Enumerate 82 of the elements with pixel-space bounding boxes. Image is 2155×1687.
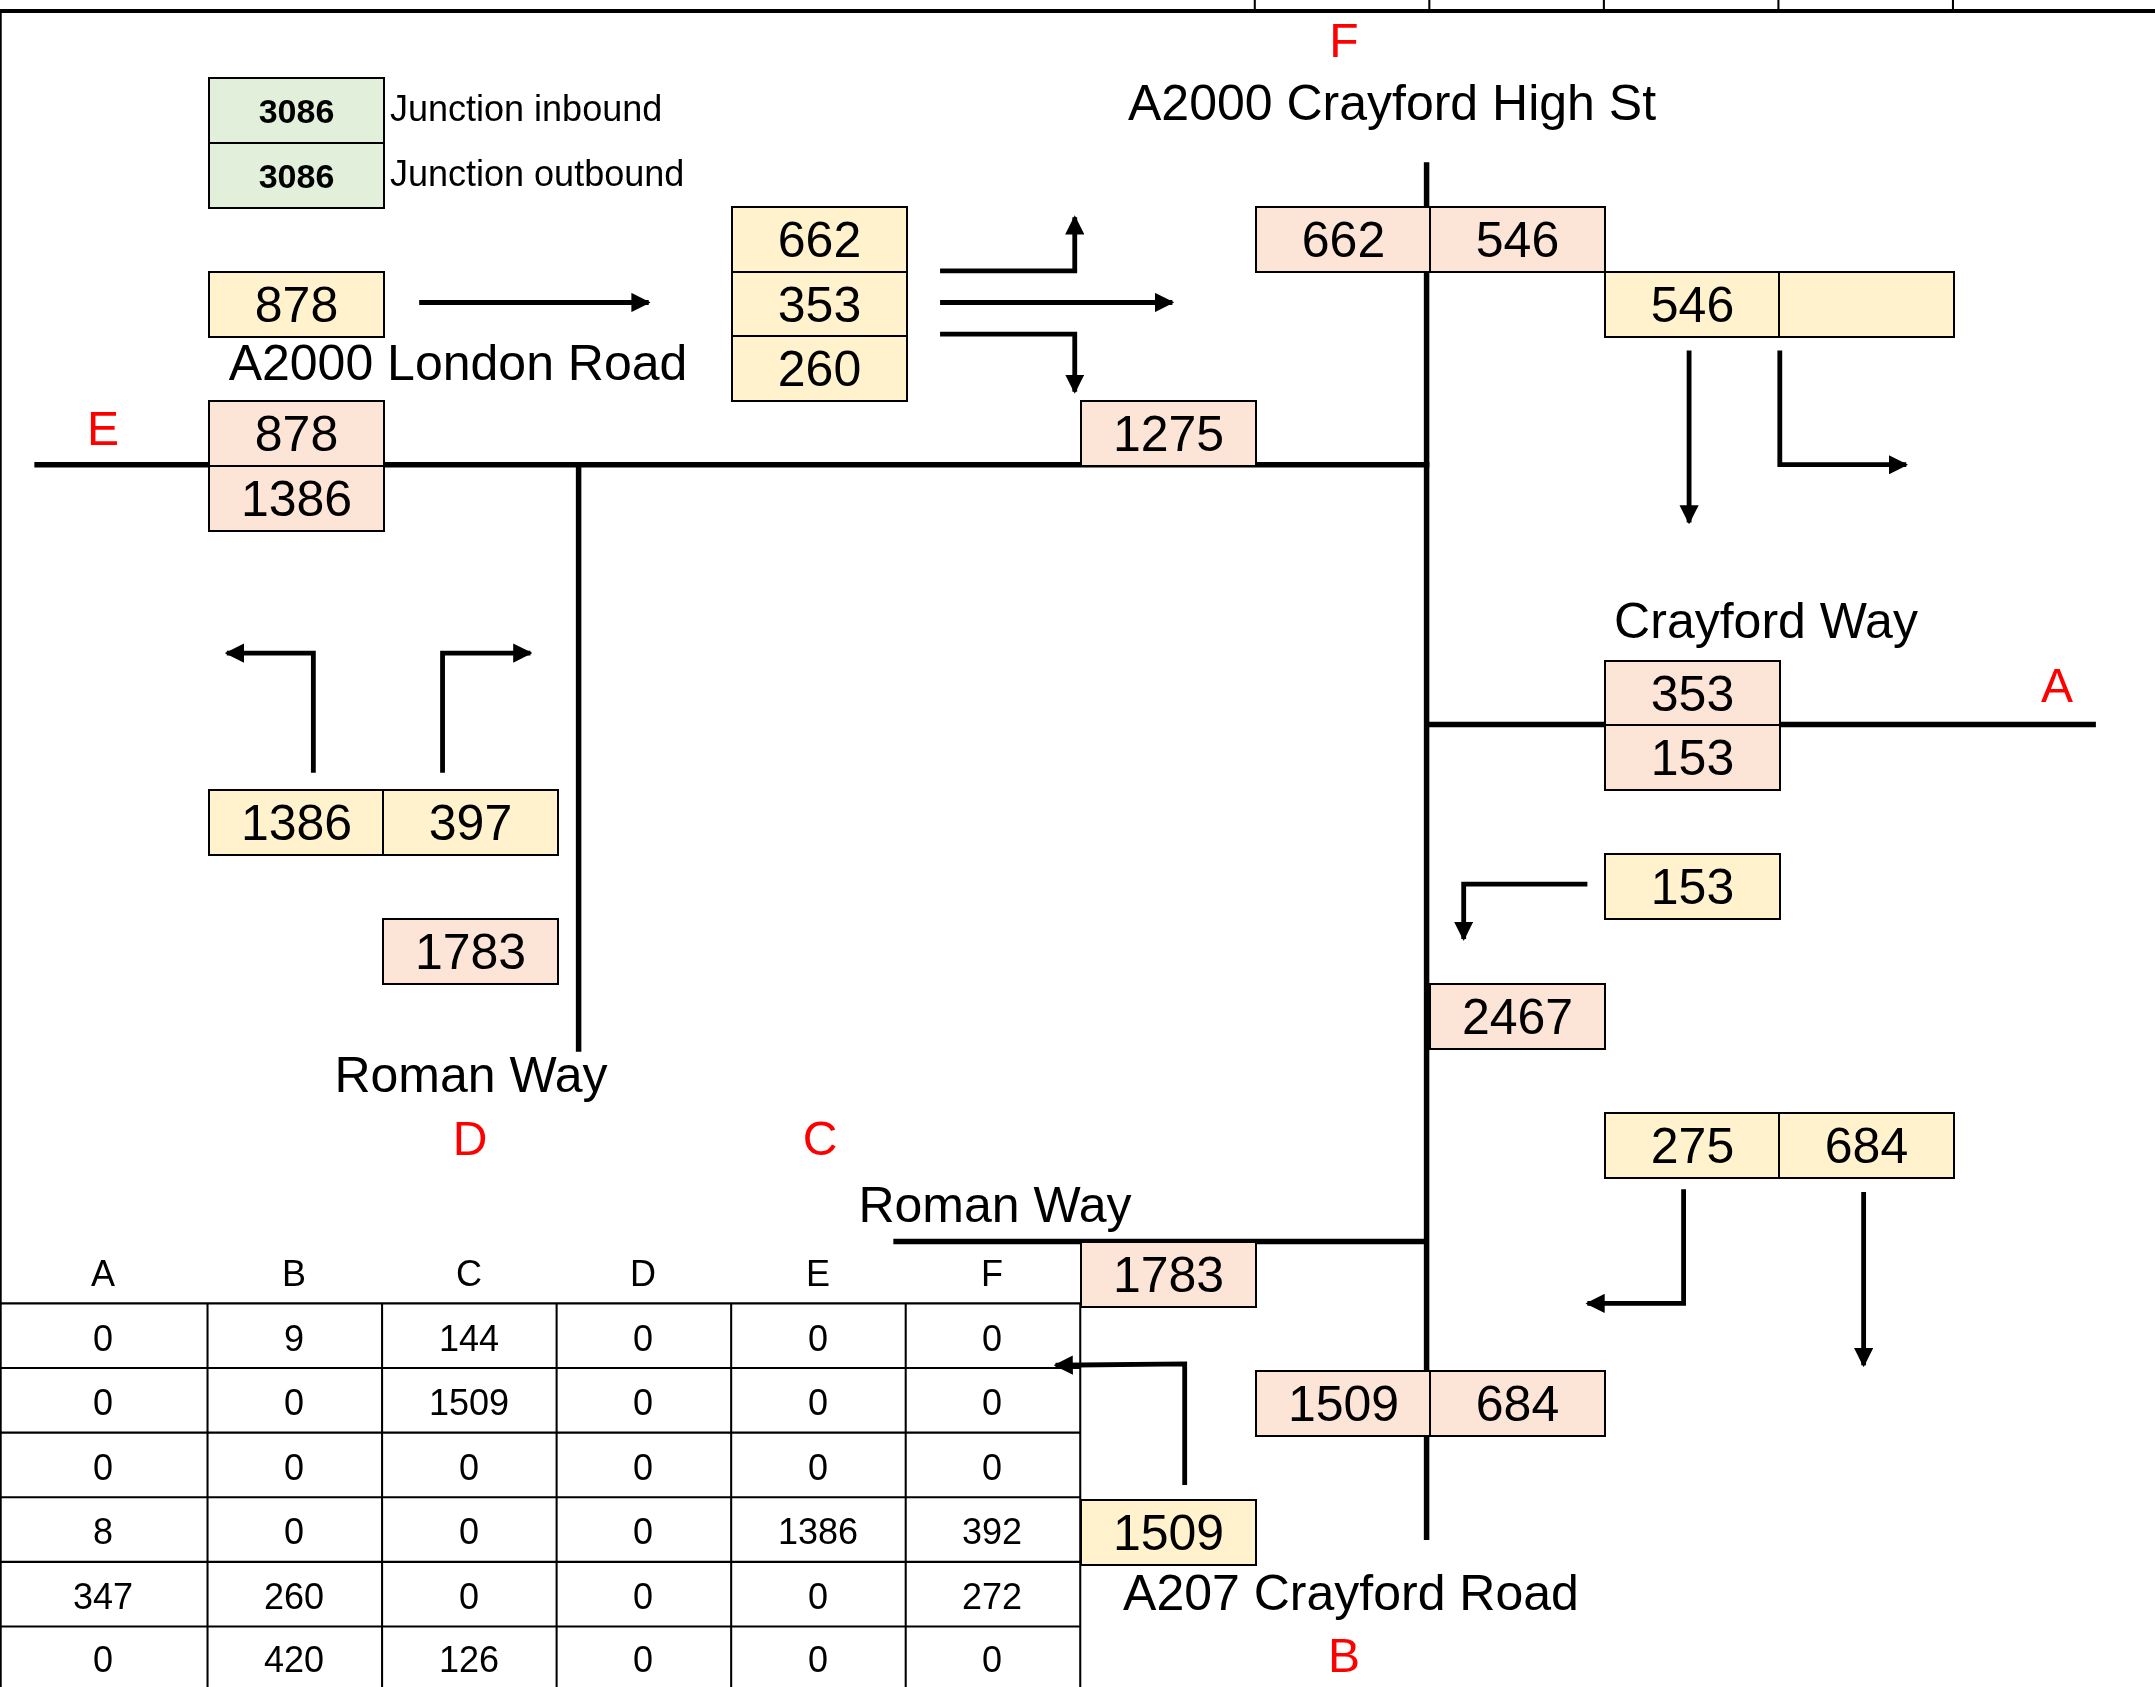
table-cell-value: 0 xyxy=(808,1579,828,1615)
table-cell-value: 0 xyxy=(633,1321,653,1357)
table-cell-value: 0 xyxy=(808,1321,828,1357)
count-box: 878 xyxy=(208,271,385,338)
table-cell-value: 0 xyxy=(93,1450,113,1486)
table-cell-value: 0 xyxy=(982,1450,1002,1486)
table-cell-value: 0 xyxy=(633,1642,653,1678)
count-box: 1509 xyxy=(1255,1370,1432,1437)
count-box: 1783 xyxy=(382,918,559,985)
legend-count-box: 3086 xyxy=(208,77,385,144)
table-cell-value: 0 xyxy=(633,1450,653,1486)
table-cell-value: 0 xyxy=(93,1385,113,1421)
table-cell-value: 0 xyxy=(633,1514,653,1550)
table-cell-value: 0 xyxy=(633,1579,653,1615)
junction-letter: C xyxy=(802,1115,838,1163)
table-cell-value: 347 xyxy=(72,1579,134,1615)
table-cell-value: 260 xyxy=(263,1579,325,1615)
count-box: 1783 xyxy=(1080,1241,1257,1308)
table-cell-value: 0 xyxy=(284,1450,304,1486)
count-box: 397 xyxy=(382,789,559,856)
table-cell-value: 0 xyxy=(808,1385,828,1421)
table-cell-value: 0 xyxy=(982,1385,1002,1421)
road-name: Roman Way xyxy=(334,1050,608,1100)
count-box: 1386 xyxy=(208,789,385,856)
table-cell-value: 0 xyxy=(982,1642,1002,1678)
junction-letter: A xyxy=(2041,662,2073,710)
table-cell-value: 0 xyxy=(93,1642,113,1678)
count-box xyxy=(1778,271,1955,338)
column-header: A xyxy=(91,1256,115,1292)
table-cell-value: 0 xyxy=(459,1579,479,1615)
count-box: 275 xyxy=(1604,1112,1781,1179)
count-box: 546 xyxy=(1604,271,1781,338)
column-header: C xyxy=(456,1256,482,1292)
count-box: 546 xyxy=(1429,206,1606,273)
count-box: 153 xyxy=(1604,853,1781,920)
table-cell-value: 420 xyxy=(263,1642,325,1678)
table-cell-value: 392 xyxy=(961,1514,1023,1550)
count-box: 1275 xyxy=(1080,400,1257,467)
legend-text: Junction inbound xyxy=(390,91,663,127)
table-cell-value: 8 xyxy=(93,1514,113,1550)
legend-count-box: 3086 xyxy=(208,142,385,209)
table-cell-value: 272 xyxy=(961,1579,1023,1615)
road-name: A2000 London Road xyxy=(228,338,688,388)
column-header: D xyxy=(630,1256,656,1292)
count-box: 353 xyxy=(1604,660,1781,727)
table-cell-value: 1509 xyxy=(428,1385,510,1421)
count-box: 153 xyxy=(1604,724,1781,791)
table-cell-value: 0 xyxy=(284,1514,304,1550)
junction-letter: D xyxy=(452,1115,488,1163)
count-box: 2467 xyxy=(1429,983,1606,1050)
count-box: 1509 xyxy=(1080,1499,1257,1566)
road-name: Crayford Way xyxy=(1614,596,1918,646)
count-box: 1386 xyxy=(208,465,385,532)
table-cell-value: 0 xyxy=(808,1450,828,1486)
count-box: 260 xyxy=(731,335,908,402)
table-cell-value: 0 xyxy=(459,1514,479,1550)
count-box: 684 xyxy=(1429,1370,1606,1437)
table-cell-value: 126 xyxy=(438,1642,500,1678)
table-cell-value: 0 xyxy=(808,1642,828,1678)
table-cell-value: 0 xyxy=(982,1321,1002,1357)
count-box: 684 xyxy=(1778,1112,1955,1179)
legend-text: Junction outbound xyxy=(390,156,685,192)
count-box: 878 xyxy=(208,400,385,467)
table-cell-value: 0 xyxy=(284,1385,304,1421)
count-box: 353 xyxy=(731,271,908,338)
junction-letter: F xyxy=(1329,17,1359,65)
table-cell-value: 9 xyxy=(284,1321,304,1357)
road-name: Roman Way xyxy=(858,1180,1132,1230)
column-header: B xyxy=(282,1256,306,1292)
table-cell-value: 0 xyxy=(459,1450,479,1486)
table-cell-value: 0 xyxy=(633,1385,653,1421)
count-box: 662 xyxy=(731,206,908,273)
table-cell-value: 0 xyxy=(93,1321,113,1357)
count-box: 662 xyxy=(1255,206,1432,273)
table-cell-value: 144 xyxy=(438,1321,500,1357)
column-header: F xyxy=(981,1256,1003,1292)
table-cell-value: 1386 xyxy=(777,1514,859,1550)
junction-letter: B xyxy=(1328,1632,1360,1680)
road-name: A2000 Crayford High St xyxy=(1127,78,1657,128)
column-header: E xyxy=(806,1256,830,1292)
road-name: A207 Crayford Road xyxy=(1123,1568,1579,1618)
junction-letter: E xyxy=(87,405,119,453)
